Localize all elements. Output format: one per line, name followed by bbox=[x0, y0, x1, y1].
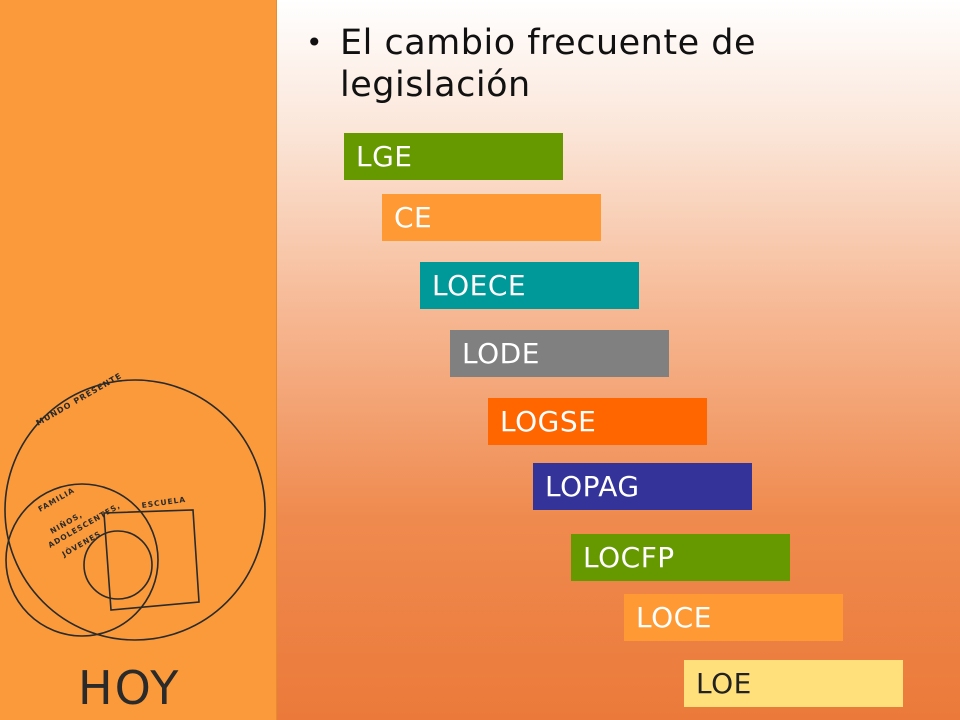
law-label: LOGSE bbox=[500, 405, 597, 438]
hoy-title: HOY bbox=[78, 661, 180, 715]
bullet-dot-icon: • bbox=[306, 26, 323, 59]
law-box-loece: LOECE bbox=[420, 262, 639, 309]
kids-circle bbox=[83, 530, 153, 600]
law-box-locfp: LOCFP bbox=[571, 534, 790, 581]
law-box-lopag: LOPAG bbox=[533, 463, 752, 510]
world-circle bbox=[4, 379, 266, 641]
law-box-lge: LGE bbox=[344, 133, 563, 180]
world-diagram-sketch: MUNDO PRESENTE FAMILIA NIÑOS, ADOLESCENT… bbox=[4, 371, 266, 715]
left-panel: MUNDO PRESENTE FAMILIA NIÑOS, ADOLESCENT… bbox=[0, 0, 277, 720]
bullet-item: • El cambio frecuente de legislación bbox=[306, 22, 926, 106]
law-label: LOCE bbox=[636, 601, 712, 634]
law-label: LOPAG bbox=[545, 470, 640, 503]
law-label: LOE bbox=[696, 667, 752, 700]
family-circle bbox=[5, 483, 159, 637]
law-label: CE bbox=[394, 201, 433, 234]
world-label: MUNDO PRESENTE bbox=[35, 371, 124, 428]
law-label: LODE bbox=[462, 337, 540, 370]
law-box-ce: CE bbox=[382, 194, 601, 241]
school-label: ESCUELA bbox=[141, 495, 187, 510]
law-box-loce: LOCE bbox=[624, 594, 843, 641]
law-box-logse: LOGSE bbox=[488, 398, 707, 445]
law-box-lode: LODE bbox=[450, 330, 669, 377]
family-label: FAMILIA bbox=[37, 486, 77, 514]
school-square bbox=[103, 509, 200, 611]
bullet-text: El cambio frecuente de legislación bbox=[340, 23, 756, 105]
law-label: LGE bbox=[356, 140, 413, 173]
law-box-loe: LOE bbox=[684, 660, 903, 707]
law-label: LOCFP bbox=[583, 541, 675, 574]
law-label: LOECE bbox=[432, 269, 527, 302]
